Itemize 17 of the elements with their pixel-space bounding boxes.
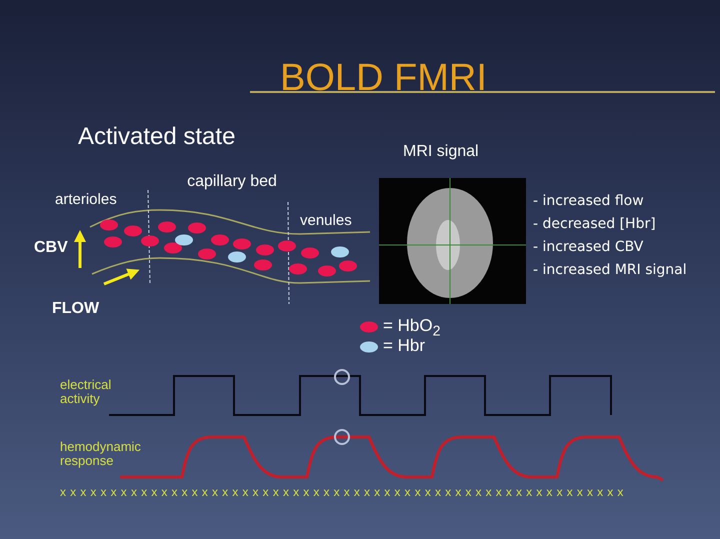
legend-label: = HbO$_{2}$ xyxy=(383,317,440,340)
note: - decreased [Hbr] xyxy=(533,217,656,232)
time-marks: x x x x x x x x x x x x x x x x x x x x x x x x x x x x x x x x x x x x x x x x x x x x x x x x x x x x x x x x xyxy=(60,486,624,500)
region-label: capillary bed xyxy=(187,173,277,191)
note: - increased CBV xyxy=(533,240,644,256)
panel-label: MRI signal xyxy=(403,143,479,161)
legend-label: = Hbr xyxy=(383,337,426,356)
trace-label: hemodynamic response xyxy=(60,440,142,469)
title: BOLD FMRI xyxy=(280,58,487,100)
trace-label: electrical activity xyxy=(60,378,112,407)
region-label: venules xyxy=(300,213,352,230)
note: - increased MRI signal xyxy=(533,263,687,278)
axis-label: FLOW xyxy=(52,300,100,318)
region-label: arterioles xyxy=(55,192,117,208)
axis-label: CBV xyxy=(34,239,68,257)
note: - increased flow xyxy=(533,194,644,210)
heading: Activated state xyxy=(78,124,236,150)
